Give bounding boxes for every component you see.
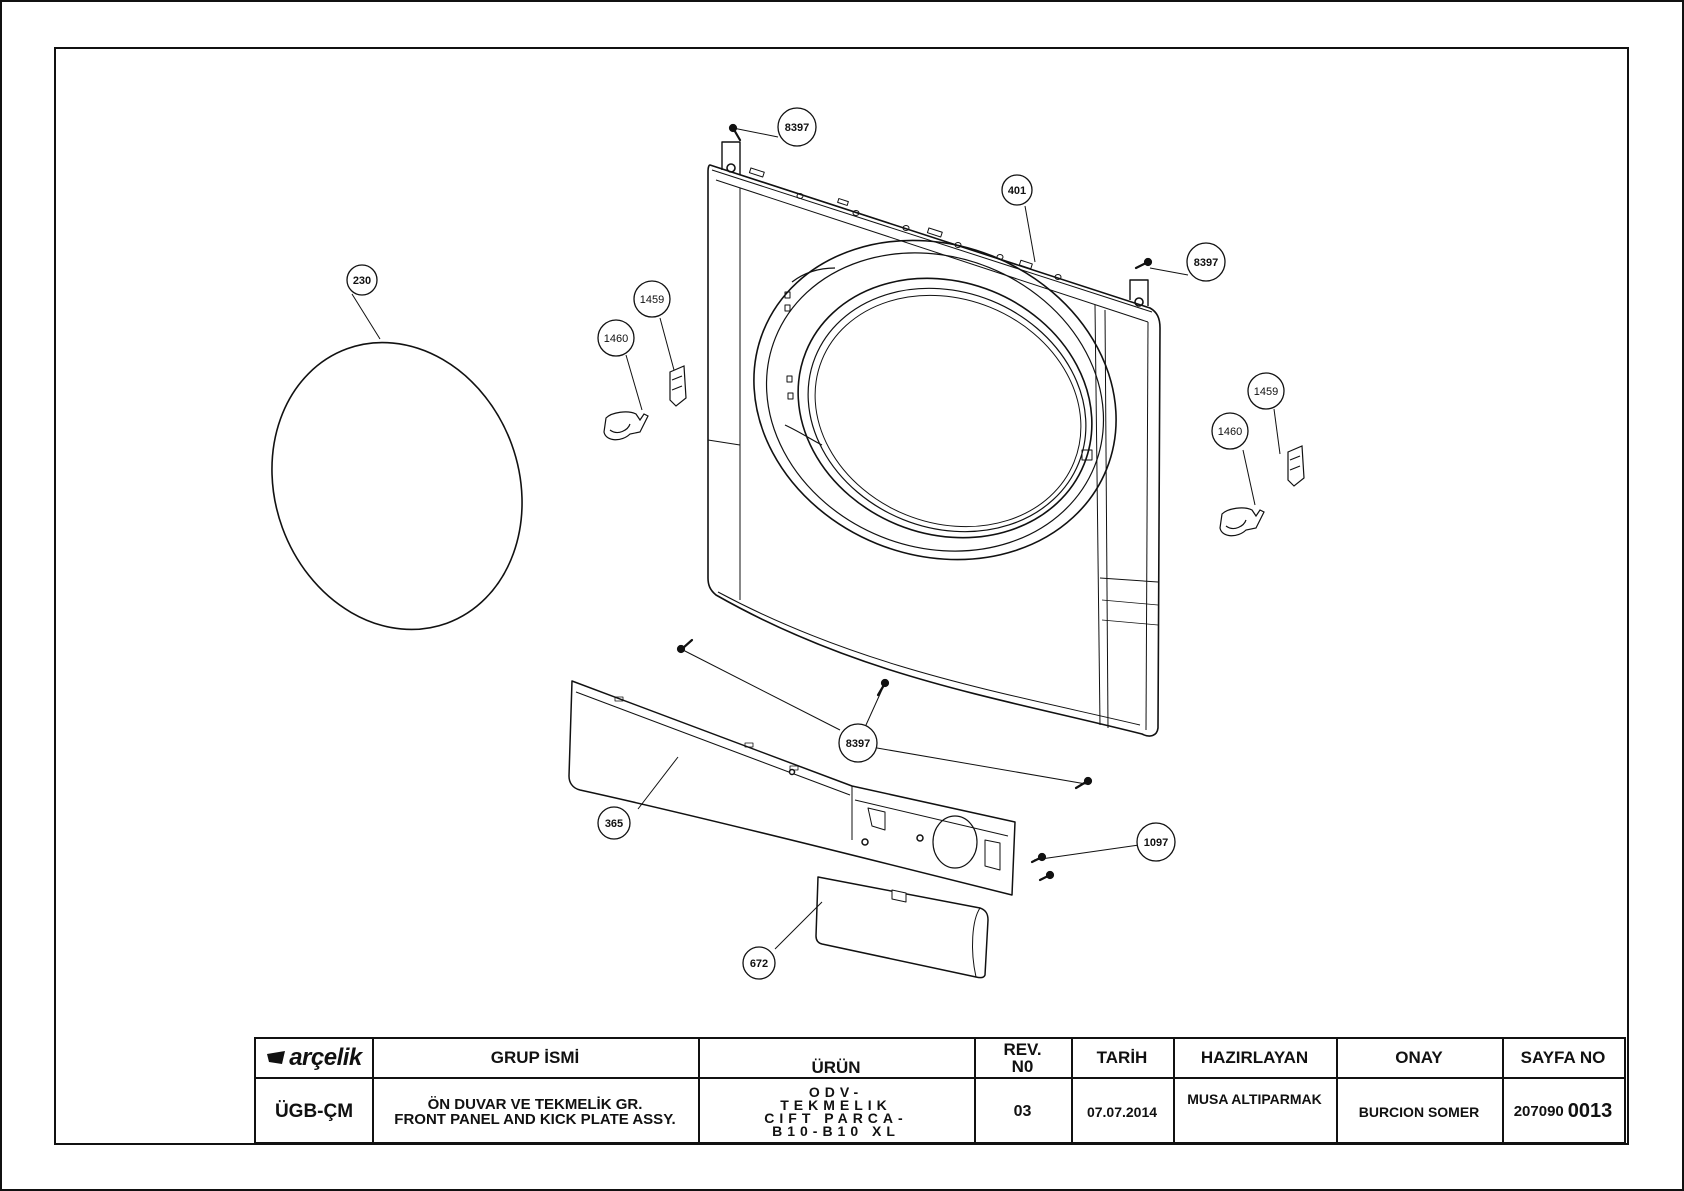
date-value: 07.07.2014 — [1086, 1103, 1158, 1120]
callout-1459-left: 1459 — [633, 280, 671, 318]
prepared-by: MUSA ALTIPARMAK — [1187, 1091, 1322, 1107]
revision-header: REV. N0 — [1003, 1040, 1042, 1076]
group-name: ÖN DUVAR VE TEKMELİK GR. FRONT PANEL AND… — [394, 1095, 676, 1128]
front-panel — [707, 141, 1161, 737]
door-glass-outline — [271, 341, 523, 631]
svg-text:8397: 8397 — [846, 738, 870, 750]
kick-plate-drawing — [568, 680, 1016, 896]
svg-text:1460: 1460 — [604, 333, 628, 345]
callout-365: 365 — [597, 806, 631, 840]
product-name: ODV- TEKMELIK CIFT PARCA- B10-B10 XL — [764, 1083, 908, 1139]
callout-1459-right: 1459 — [1247, 372, 1285, 410]
callout-672: 672 — [742, 946, 776, 980]
svg-text:1459: 1459 — [1254, 386, 1278, 398]
svg-text:365: 365 — [605, 818, 623, 830]
prepared-header: HAZIRLAYAN — [1200, 1048, 1309, 1067]
group-code: ÜGB-ÇM — [274, 1100, 354, 1122]
svg-text:1460: 1460 — [1218, 426, 1242, 438]
callout-1460-right: 1460 — [1211, 412, 1249, 450]
group-header: GRUP İSMİ — [490, 1048, 580, 1067]
date-header: TARİH — [1096, 1048, 1148, 1067]
callout-1097: 1097 — [1136, 822, 1176, 862]
callout-230: 230 — [346, 264, 378, 296]
svg-text:1459: 1459 — [640, 294, 664, 306]
svg-text:1097: 1097 — [1144, 837, 1168, 849]
title-block: arçelik GRUP İSMİ ÜRÜN REV. N0 TARİH HAZ… — [254, 1037, 1626, 1144]
brand-mark-icon — [267, 1051, 286, 1064]
callout-8397-top-right: 8397 — [1186, 242, 1226, 282]
svg-text:8397: 8397 — [785, 122, 809, 134]
svg-text:401: 401 — [1008, 185, 1026, 197]
svg-text:8397: 8397 — [1194, 257, 1218, 269]
callout-401: 401 — [1001, 174, 1033, 206]
callout-1460-left: 1460 — [597, 319, 635, 357]
revision-value: 03 — [1013, 1102, 1032, 1120]
svg-text:230: 230 — [353, 275, 371, 287]
page-number: 207090 0013 — [1513, 1100, 1613, 1122]
service-cover-drawing — [815, 876, 989, 979]
svg-text:672: 672 — [750, 958, 768, 970]
drawing-frame — [54, 47, 1629, 1145]
approval-header: ONAY — [1395, 1048, 1443, 1067]
leader-lines — [351, 127, 1281, 950]
callout-8397-top-left: 8397 — [777, 107, 817, 147]
approved-by: BURCION SOMER — [1358, 1103, 1480, 1120]
page-header: SAYFA NO — [1520, 1048, 1606, 1067]
callouts: 8397 401 8397 230 1459 1460 1459 1460 — [346, 107, 1285, 980]
product-header: ÜRÜN — [811, 1058, 861, 1077]
callout-8397-kick-plate: 8397 — [838, 723, 878, 763]
brand-logo: arçelik — [256, 1039, 372, 1077]
hinge-parts — [603, 365, 1305, 537]
